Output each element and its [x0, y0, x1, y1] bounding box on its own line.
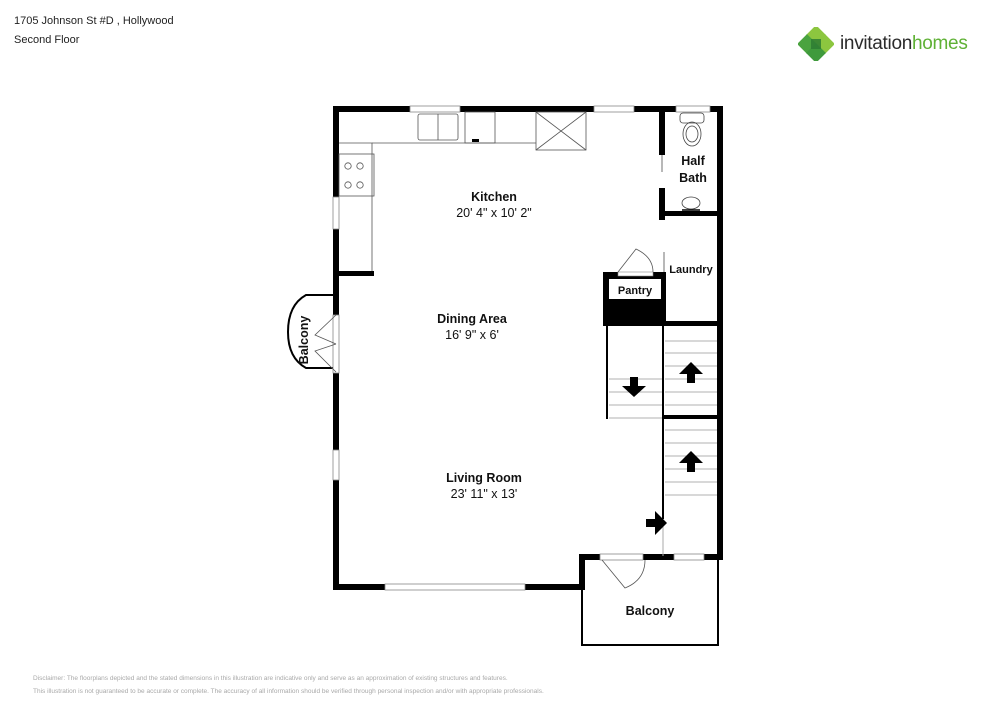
half-wall: [336, 271, 374, 276]
arrow-down-icon: [622, 377, 646, 397]
exterior-walls: [333, 106, 723, 590]
room-name-half-bath-2: Bath: [679, 171, 707, 185]
disclaimer-line-2: This illustration is not guaranteed to b…: [33, 688, 544, 695]
sink-icon: [681, 196, 701, 210]
bottom-balcony-outline: [581, 558, 719, 646]
brand-name-part1: invitation: [840, 33, 912, 54]
windows: [332, 105, 711, 591]
room-name-pantry: Pantry: [618, 285, 653, 297]
arrow-up-icon: [679, 451, 703, 472]
brand-name-part2: homes: [912, 33, 968, 54]
half-bath-walls: [659, 109, 723, 220]
room-name-dining: Dining Area: [437, 312, 508, 326]
property-address: 1705 Johnson St #D , Hollywood: [14, 15, 174, 27]
brand-logo: invitationhomes: [798, 27, 968, 61]
kitchen-counters: [338, 111, 587, 274]
four-leaf-diamond-logo-icon: [798, 27, 834, 61]
pantry-door: [617, 248, 654, 273]
room-name-balcony-left: Balcony: [297, 316, 311, 365]
arrow-up-icon: [679, 362, 703, 383]
room-name-living: Living Room: [446, 471, 522, 485]
left-balcony-doors: [314, 314, 337, 373]
room-name-laundry: Laundry: [669, 264, 713, 276]
stair-arrows: [622, 362, 703, 535]
bottom-balcony-door: [601, 559, 646, 589]
arrow-right-icon: [646, 511, 667, 535]
disclaimer-line-1: Disclaimer: The floorplans depicted and …: [33, 675, 508, 682]
brand-wordmark: invitationhomes: [840, 33, 968, 55]
room-dims-living: 23' 11" x 13': [451, 487, 518, 501]
left-balcony-outline: [286, 294, 336, 369]
room-name-kitchen: Kitchen: [471, 190, 517, 204]
room-name-balcony-bottom: Balcony: [626, 604, 675, 618]
room-dims-kitchen: 20' 4" x 10' 2": [456, 206, 532, 220]
room-dims-dining: 16' 9" x 6': [445, 328, 499, 342]
floor-label: Second Floor: [14, 34, 80, 46]
room-name-half-bath-1: Half: [681, 154, 705, 168]
toilet-icon: [679, 112, 705, 147]
